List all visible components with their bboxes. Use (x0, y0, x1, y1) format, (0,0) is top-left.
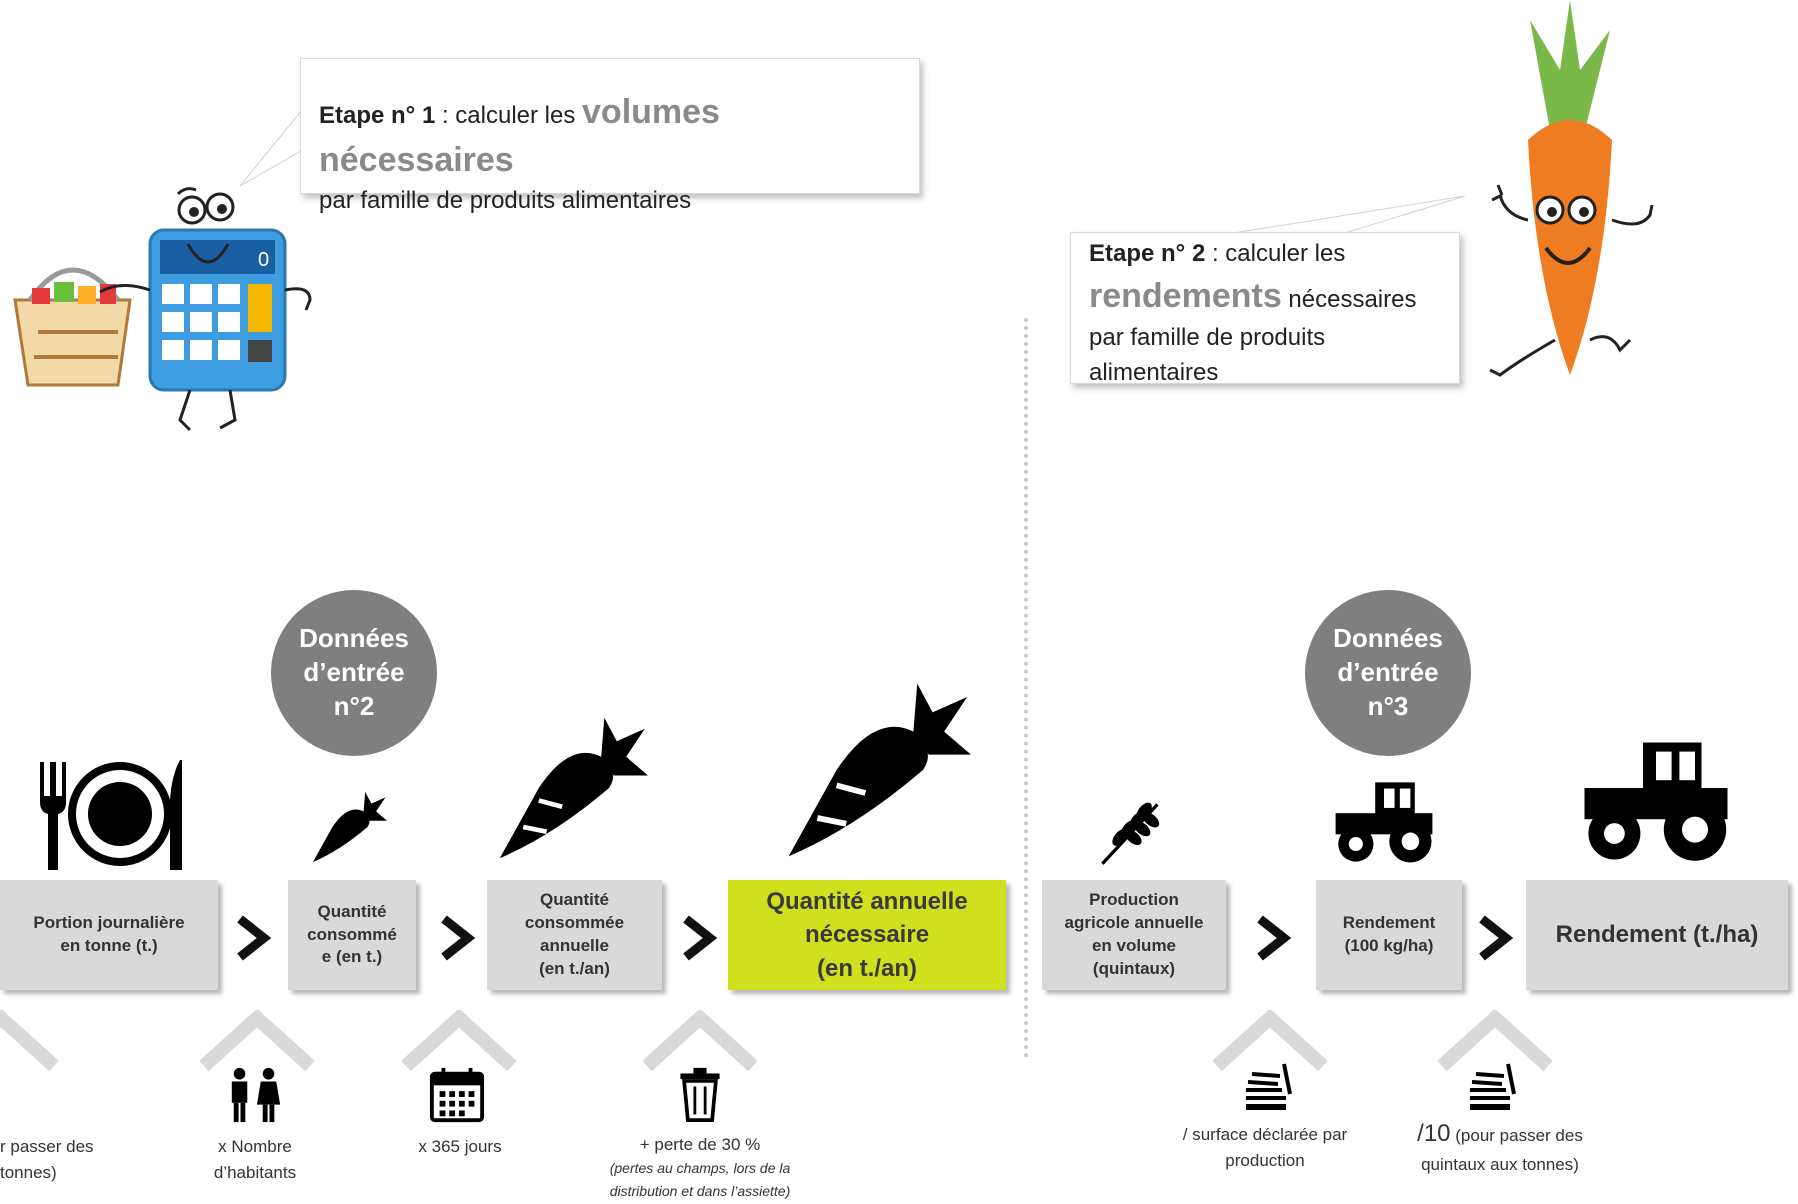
caption-line: x Nombre (218, 1137, 292, 1156)
roof-arrow-icon (401, 1010, 517, 1072)
tractor-small-icon (1335, 782, 1433, 863)
caption-line: tonnes) (0, 1162, 57, 1182)
caption-tonnes-conversion: r passer des tonnes) (0, 1134, 110, 1185)
step2-line3: par famille de produits (1089, 324, 1326, 352)
chevron-right-icon (237, 915, 272, 961)
badge-line: n°3 (1367, 690, 1409, 721)
step-box-yield-tonnes: Rendement (t./ha) (1526, 880, 1788, 990)
box-line: (en t./an) (539, 958, 610, 978)
step-box-quantity-consumed: Quantité consommé e (en t.) (288, 880, 416, 990)
box-line: Quantité annuelle (766, 887, 968, 915)
caption-line: production (1225, 1150, 1305, 1170)
plate-cutlery-icon (40, 760, 182, 870)
step2-highlight: rendements (1089, 276, 1282, 315)
step1-bubble: Etape n° 1 : calculer les volumes nécess… (300, 58, 920, 214)
badge-line: Données (1333, 623, 1443, 654)
caption-surface: / surface déclarée par production (1150, 1122, 1380, 1173)
caption-line: quintaux aux tonnes) (1421, 1155, 1579, 1174)
carrot-large-icon (788, 683, 971, 857)
chevron-right-icon (441, 915, 476, 961)
box-line: Quantité (540, 890, 609, 910)
input-data-2-badge: Données d’entrée n°2 (271, 590, 437, 756)
people-icon (231, 1067, 281, 1123)
badge-line: d’entrée (303, 657, 405, 688)
box-line: annuelle (540, 936, 609, 955)
box-line: agricole annuelle (1064, 913, 1204, 933)
box-line: e (en t.) (321, 947, 383, 967)
stacked-bars-icon (1246, 1063, 1292, 1110)
box-line: (en t./an) (817, 954, 917, 982)
step-box-yield-100kg: Rendement (100 kg/ha) (1316, 880, 1462, 990)
step-box-daily-portion: Portion journalière en tonne (t.) (0, 880, 218, 990)
box-line: consommé (307, 924, 397, 944)
carrot-mascot-icon (1489, 0, 1654, 377)
box-line: Rendement (t./ha) (1555, 920, 1759, 948)
box-line: Rendement (1342, 913, 1436, 933)
box-line: en tonne (t.) (60, 936, 158, 955)
wheat-icon (1101, 802, 1160, 865)
trash-icon (680, 1067, 720, 1122)
chevron-right-icon (683, 915, 718, 961)
step2-bubble: Etape n° 2 : calculer les rendements néc… (1070, 232, 1460, 386)
caption-line: / surface déclarée par (1182, 1125, 1348, 1144)
step2-line4: alimentaires (1089, 358, 1219, 386)
caption-quintals: /10 (pour passer des quintaux aux tonnes… (1385, 1116, 1615, 1178)
step-box-annual-required: Quantité annuelle nécessaire (en t./an) (728, 880, 1006, 990)
roof-arrow-icon (0, 1010, 59, 1072)
box-line: (100 kg/ha) (1344, 936, 1434, 955)
caption-days: x 365 jours (385, 1134, 535, 1160)
calculator-mascot-icon: 0 (13, 187, 312, 432)
box-line: nécessaire (804, 921, 930, 949)
box-line: en volume (1091, 936, 1177, 955)
box-line: Quantité (317, 901, 387, 921)
box-line: consommée (524, 913, 625, 933)
badge-line: d’entrée (1337, 657, 1439, 688)
step-divider (1024, 318, 1028, 1058)
roof-arrow-icon (1212, 1010, 1328, 1072)
roof-arrow-icon (1437, 1010, 1553, 1072)
chevron-right-icon (1479, 915, 1514, 961)
tractor-large-icon (1584, 742, 1728, 861)
step2-text: : calculer les (1205, 240, 1346, 267)
calendar-icon (429, 1067, 485, 1123)
box-line: (quintaux) (1092, 958, 1176, 978)
step1-text: : calculer les (435, 102, 583, 129)
caption-slash: /10 (1417, 1120, 1451, 1147)
caption-losses: + perte de 30 % (pertes au champs, lors … (570, 1134, 830, 1203)
badge-line: Données (299, 623, 409, 654)
caption-line: + perte de 30 % (639, 1135, 761, 1154)
box-line: Production (1089, 890, 1179, 910)
roof-arrow-icon (642, 1010, 758, 1072)
badge-line: n°2 (333, 690, 375, 721)
caption-note: distribution et dans l’assiette) (609, 1182, 791, 1199)
step1-line2: par famille de produits alimentaires (319, 187, 692, 215)
chevron-right-icon (1257, 915, 1292, 961)
carrot-medium-icon (499, 717, 648, 859)
caption-note: (pertes au champs, lors de la (609, 1159, 791, 1176)
step1-prefix: Etape n° 1 (319, 102, 436, 129)
caption-line: r passer des (0, 1137, 94, 1156)
caption-line: d’habitants (213, 1162, 297, 1182)
step-box-agricultural-production: Production agricole annuelle en volume (qui… (1042, 880, 1226, 990)
step1-highlight: volumes nécessaires (319, 93, 720, 179)
step2-after: nécessaires (1281, 285, 1417, 313)
roof-arrow-icon (199, 1010, 315, 1072)
caption-line: (pour passer des (1450, 1126, 1583, 1145)
caption-inhabitants: x Nombre d’habitants (180, 1134, 330, 1185)
step2-prefix: Etape n° 2 (1089, 240, 1206, 267)
carrot-small-icon (312, 791, 387, 863)
box-line: Portion journalière (33, 913, 185, 933)
calculator-display: 0 (258, 249, 269, 271)
stacked-bars-icon (1470, 1063, 1516, 1110)
caption-line: x 365 jours (418, 1137, 502, 1156)
step-box-annual-consumed: Quantité consommée annuelle (en t./an) (487, 880, 662, 990)
input-data-3-badge: Données d’entrée n°3 (1305, 590, 1471, 756)
